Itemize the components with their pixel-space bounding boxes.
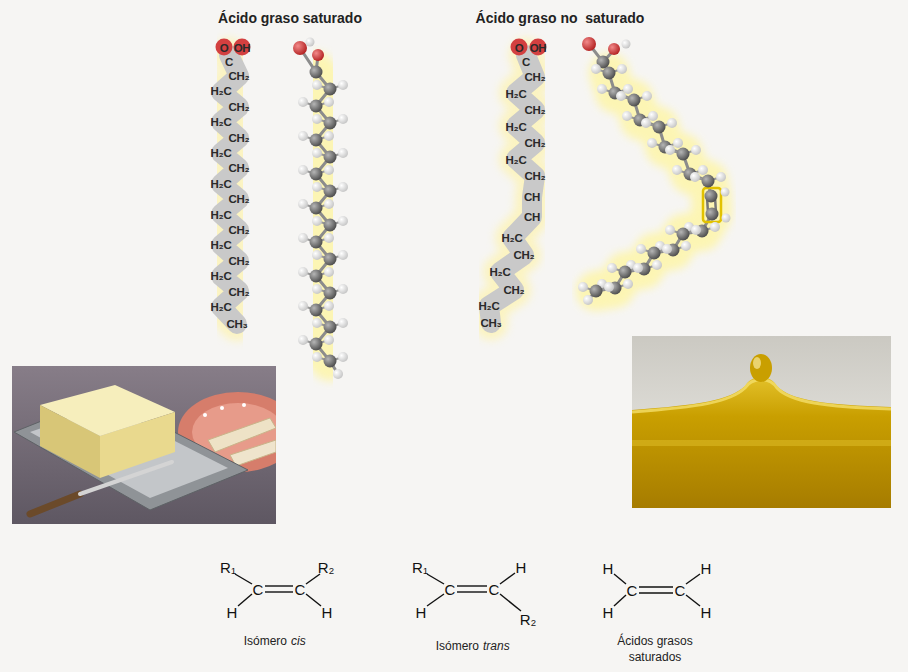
formula-group: H₂C bbox=[211, 209, 232, 221]
atom-symbol: C bbox=[627, 582, 638, 599]
formula-group: CH bbox=[524, 191, 540, 203]
atom-symbol: R₁ bbox=[220, 559, 236, 576]
atom-symbol: H bbox=[227, 604, 238, 621]
formula-group: CH₂ bbox=[525, 71, 546, 83]
caption-italic: cis bbox=[291, 634, 306, 648]
formula-group: C bbox=[522, 56, 530, 68]
formula-group: CH₂ bbox=[525, 170, 546, 182]
formula-group: CH₂ bbox=[229, 101, 250, 113]
formula-group: CH₂ bbox=[525, 104, 546, 116]
atom-symbol: H bbox=[603, 604, 614, 621]
formula-group: CH₂ bbox=[229, 224, 250, 236]
atom-symbol: R₂ bbox=[520, 611, 537, 628]
formula-group: O bbox=[515, 42, 524, 54]
formula-group: H₂C bbox=[502, 232, 523, 244]
formula-group: H₂C bbox=[211, 116, 232, 128]
formula-group: OH bbox=[234, 42, 251, 54]
formula-group: H₂C bbox=[490, 266, 511, 278]
atom-symbol: C bbox=[253, 581, 264, 598]
formula-group: H₂C bbox=[211, 301, 232, 313]
caption: Ácidos grasos saturados bbox=[600, 633, 710, 665]
atom-symbol: H bbox=[322, 604, 333, 621]
atom-symbol: C bbox=[295, 581, 306, 598]
formula-group: H₂C bbox=[211, 239, 232, 251]
formula-group: CH₂ bbox=[229, 162, 250, 174]
caption: Isómero bbox=[436, 639, 479, 653]
formula-group: CH₂ bbox=[525, 137, 546, 149]
atom-symbol: C bbox=[675, 582, 686, 599]
formula-group: H₂C bbox=[506, 121, 527, 133]
formula-group: H₂C bbox=[506, 88, 527, 100]
formula-group: H₂C bbox=[211, 178, 232, 190]
formula-group: O bbox=[220, 42, 229, 54]
formula-group: CH₃ bbox=[226, 318, 247, 330]
heading: Ácido graso no saturado bbox=[476, 10, 645, 26]
formula-group: CH₃ bbox=[480, 317, 501, 329]
atom-symbol: H bbox=[701, 604, 712, 621]
formula-group: H₂C bbox=[211, 85, 232, 97]
atom-symbol: C bbox=[445, 581, 456, 598]
caption: Isómero bbox=[244, 634, 287, 648]
atom-symbol: R₁ bbox=[412, 559, 428, 576]
formula-group: CH bbox=[524, 211, 540, 223]
formula-group: CH₂ bbox=[514, 249, 535, 261]
formula-group: CH₂ bbox=[229, 286, 250, 298]
formula-group: OH bbox=[530, 42, 547, 54]
formula-group: C bbox=[225, 56, 233, 68]
atom-symbol: H bbox=[701, 560, 712, 577]
atom-symbol: H bbox=[516, 559, 527, 576]
formula-group: H₂C bbox=[506, 154, 527, 166]
atom-symbol: C bbox=[489, 581, 500, 598]
atom-symbol: R₂ bbox=[318, 559, 335, 576]
atom-symbol: H bbox=[603, 560, 614, 577]
caption-italic: trans bbox=[483, 639, 510, 653]
formula-group: CH₂ bbox=[229, 255, 250, 267]
formula-group: CH₂ bbox=[229, 70, 250, 82]
formula-group: H₂C bbox=[211, 270, 232, 282]
formula-group: CH₂ bbox=[229, 193, 250, 205]
formula-group: CH₂ bbox=[504, 284, 525, 296]
heading: Ácido graso saturado bbox=[218, 10, 362, 26]
atom-symbol: H bbox=[416, 604, 427, 621]
formula-group: H₂C bbox=[211, 147, 232, 159]
formula-group: CH₂ bbox=[229, 132, 250, 144]
formula-group: H₂C bbox=[479, 300, 500, 312]
